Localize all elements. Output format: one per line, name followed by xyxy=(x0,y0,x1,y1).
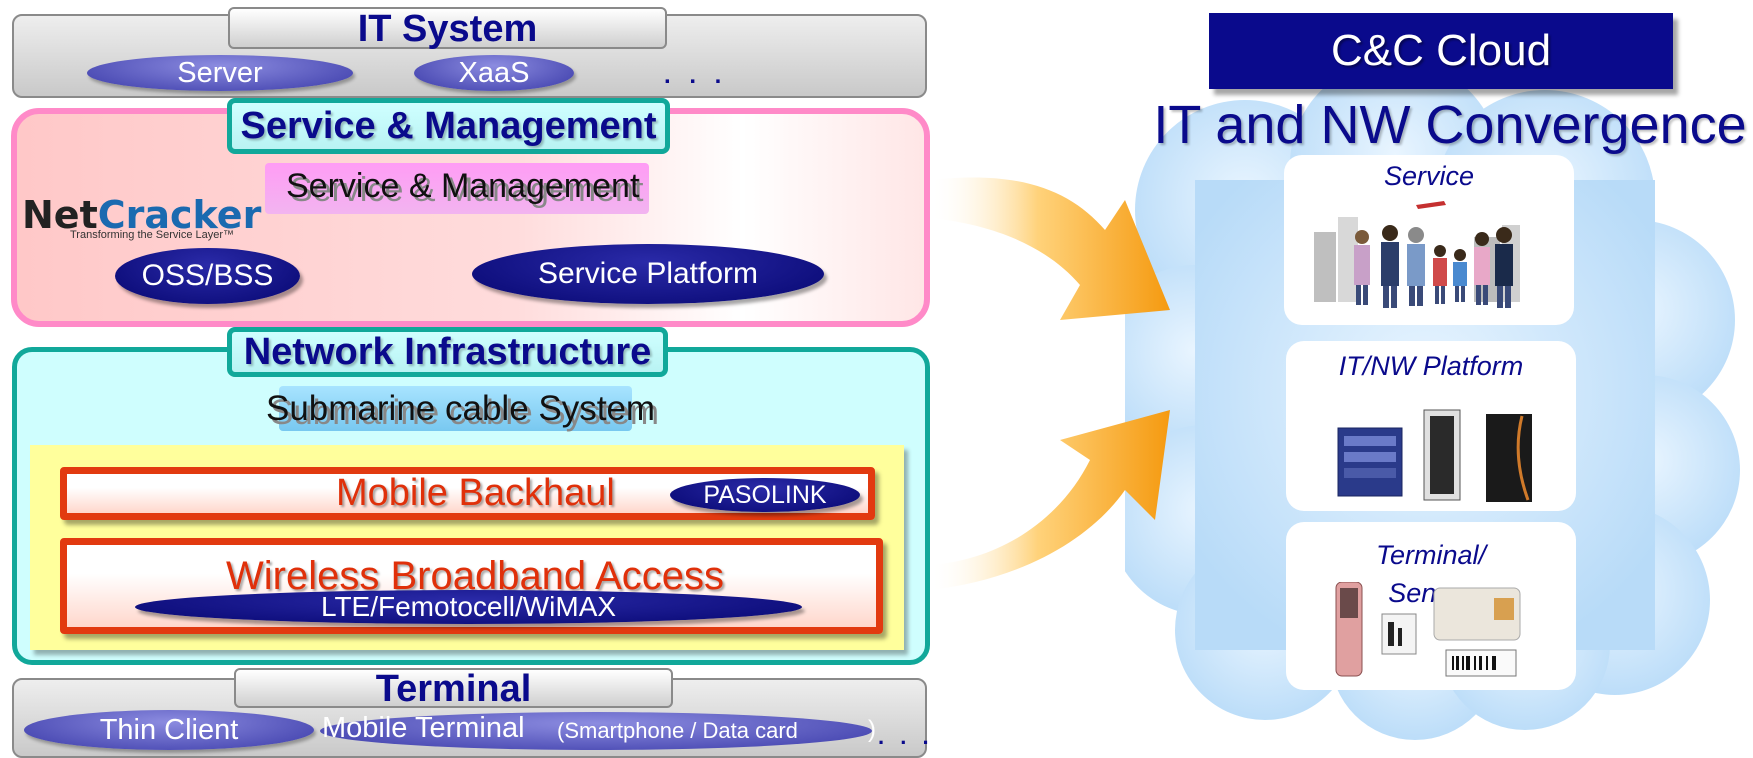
cloud-banner: C&C Cloud xyxy=(1209,13,1673,89)
mobile-terminal-detail: (Smartphone / Data card xyxy=(557,718,798,743)
upper-arrow xyxy=(930,177,1170,320)
service-panel: Service xyxy=(1284,155,1574,325)
cloud-banner-text: C&C Cloud xyxy=(1330,26,1552,75)
netcracker-logo-left: Net xyxy=(22,193,98,237)
netcracker-tagline: Transforming the Service Layer™ xyxy=(70,229,235,241)
thin-client-ellipse: Thin Client xyxy=(24,710,314,750)
mobile-terminal-ellipse xyxy=(320,712,872,750)
it-system-ellipsis: . . . xyxy=(664,62,728,89)
devices-icon xyxy=(1335,582,1521,677)
submarine-label: Submarine cable System xyxy=(266,389,656,428)
service-panel-title: Service xyxy=(1383,161,1475,191)
cloud-headline: IT and NW Convergence xyxy=(1153,95,1747,155)
mobile-terminal-detail-end: ) xyxy=(868,716,876,743)
network-infrastructure-title: Network Infrastructure xyxy=(227,327,668,377)
service-platform-ellipse: Service Platform xyxy=(472,244,824,304)
lte-ellipse: LTE/Femotocell/WiMAX xyxy=(135,590,802,624)
wireless-bar xyxy=(60,538,883,634)
netcracker-logo-right: Cracker xyxy=(97,193,262,237)
terminal-panel: Terminal/ Sensor xyxy=(1286,522,1576,690)
terminal-title: Terminal xyxy=(234,668,673,708)
platform-panel: IT/NW Platform xyxy=(1286,341,1576,511)
people-city-icon xyxy=(1314,201,1520,308)
service-management-subtitle-shadow: Service & Management xyxy=(290,171,644,209)
terminal-ellipsis: . . . xyxy=(878,724,934,749)
pasolink-ellipse: PASOLINK xyxy=(670,478,860,512)
server-ellipse: Server xyxy=(87,55,353,91)
netcracker-logo: NetCracker Transforming the Service Laye… xyxy=(22,193,272,243)
mobile-terminal-label: Mobile Terminal xyxy=(322,712,525,744)
lower-arrow xyxy=(930,410,1170,590)
mobile-backhaul-label: Mobile Backhaul xyxy=(336,472,615,514)
service-management-title: Service & Management xyxy=(227,98,670,154)
service-management-subtitle: Service & Management xyxy=(286,167,640,205)
server-hardware-icon xyxy=(1337,409,1532,502)
submarine-shadow: Submarine cable System xyxy=(270,393,660,432)
platform-panel-title: IT/NW Platform xyxy=(1338,351,1524,381)
submarine-box xyxy=(279,386,632,431)
it-system-title: IT System xyxy=(228,7,667,49)
arrow-shapes xyxy=(930,177,1170,590)
xaas-ellipse: XaaS xyxy=(414,55,574,91)
service-management-subtitle-box xyxy=(265,163,649,214)
oss-bss-ellipse: OSS/BSS xyxy=(115,248,300,304)
